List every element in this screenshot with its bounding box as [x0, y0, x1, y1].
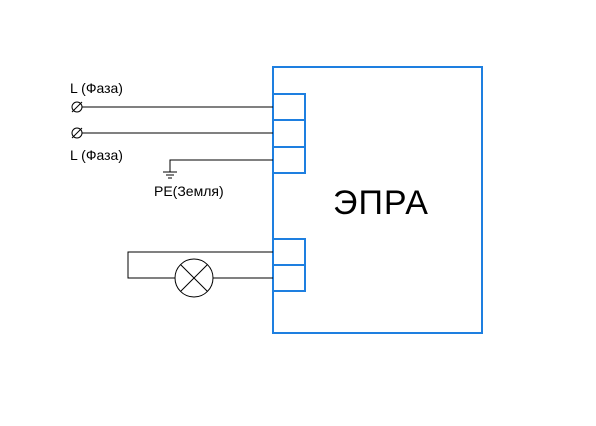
device-box: [272, 66, 483, 334]
open-terminal-icon: [71, 101, 83, 113]
terminal-l1: [272, 93, 306, 121]
wire-ground: [169, 159, 273, 172]
line2-label: L (Фаза): [70, 147, 123, 163]
device-label: ЭПРА: [333, 184, 429, 222]
wire-lamp-loop: [127, 251, 273, 279]
terminal-lamp-2: [272, 264, 306, 292]
ground-label: PE(Земля): [154, 183, 224, 199]
terminal-l2: [272, 119, 306, 148]
lamp-icon: [174, 258, 214, 298]
terminal-pe: [272, 146, 306, 174]
line1-label: L (Фаза): [70, 80, 123, 96]
terminal-lamp-1: [272, 238, 306, 266]
ground-icon: [163, 171, 177, 179]
open-terminal-icon: [71, 127, 83, 139]
